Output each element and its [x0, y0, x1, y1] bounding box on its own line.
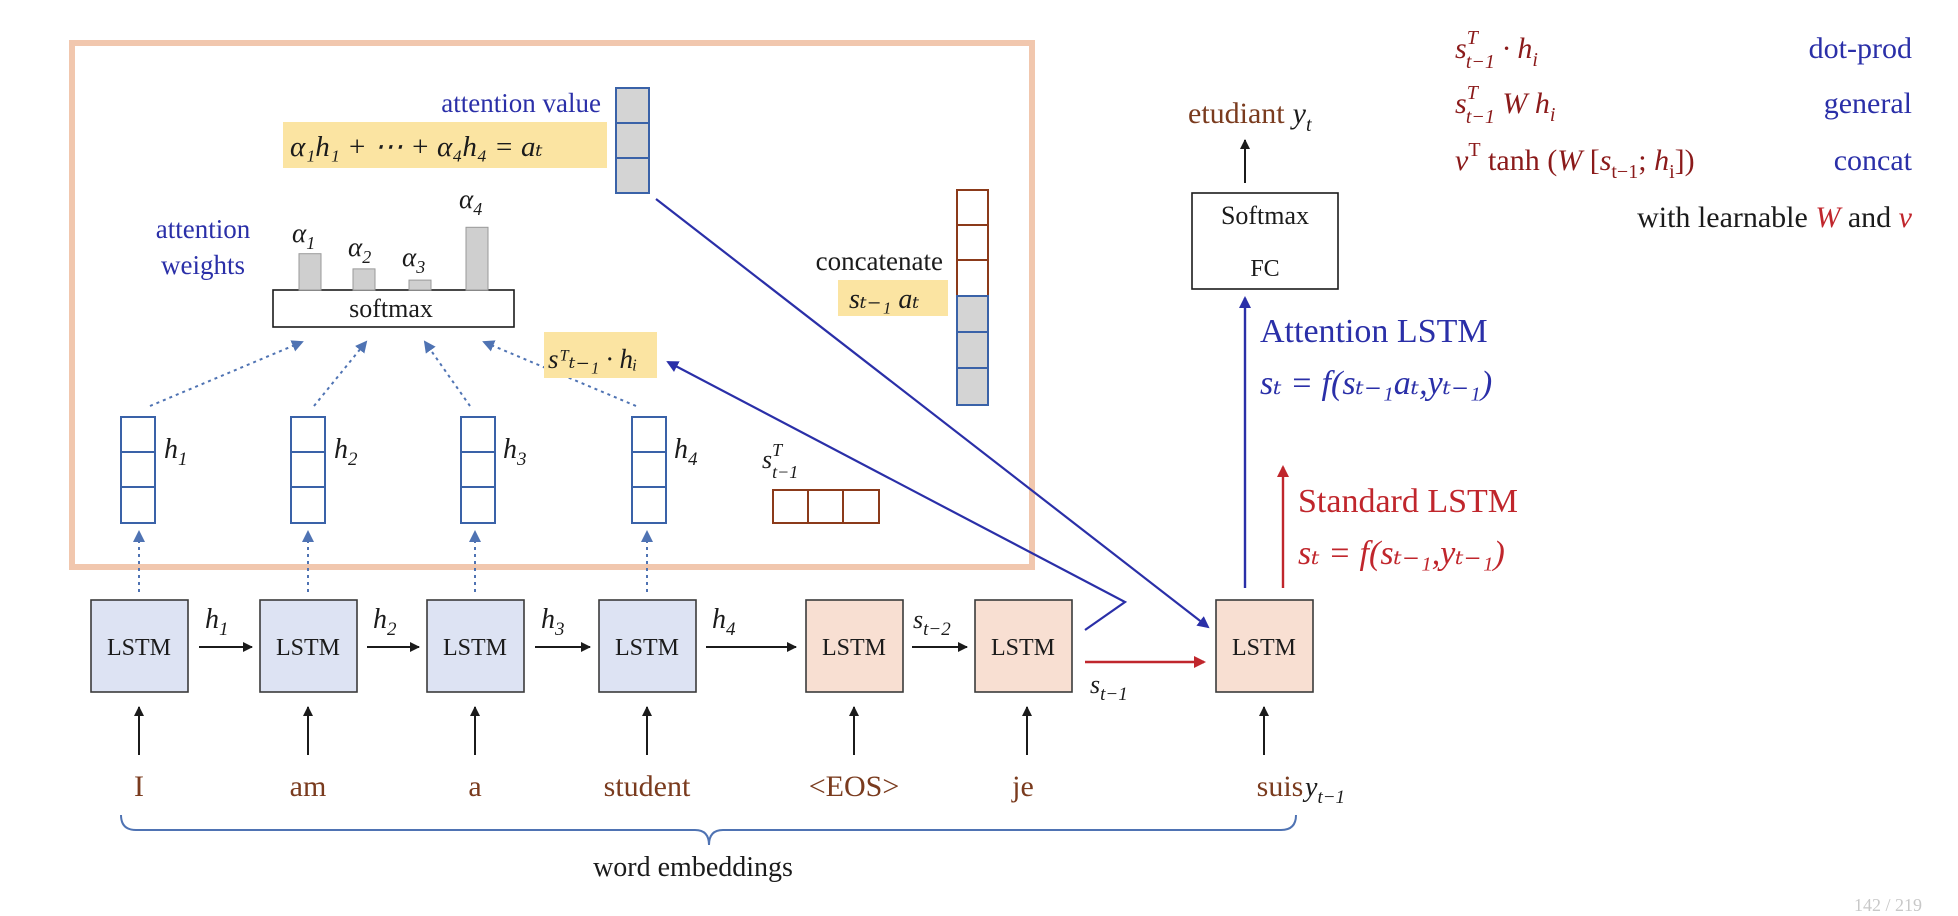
hidden-vectors	[120, 416, 667, 524]
input-word-am: am	[290, 770, 327, 803]
attention-weight-bar-3	[408, 279, 432, 291]
attention-weight-bar-2	[352, 268, 376, 291]
attention-value-vector	[615, 87, 650, 194]
attention-lstm-title: Attention LSTM	[1260, 313, 1488, 350]
h1-arrow-label: h1	[205, 604, 229, 640]
score-type-concat: concat	[1834, 144, 1913, 177]
svg-text:Softmax: Softmax	[1221, 201, 1309, 230]
attention-value-formula: α₁h₁ + ⋯ + α₄h₄ = aₜ	[290, 131, 543, 163]
s-t1-label: st−1	[1090, 670, 1128, 705]
encoder-lstm-2	[259, 599, 358, 693]
h1-label: h1	[164, 434, 188, 470]
svg-text:LSTM: LSTM	[276, 635, 340, 661]
attention-value-label: attention value	[441, 88, 601, 118]
h2-label: h2	[334, 434, 358, 470]
attention-weights-label-2: weights	[161, 250, 245, 280]
alpha-2-label: α2	[348, 232, 371, 267]
svg-text:LSTM: LSTM	[1232, 635, 1296, 661]
learnable-note: with learnable W and v	[1637, 201, 1913, 234]
encoder: LSTM LSTM LSTM LSTM	[90, 599, 697, 693]
alpha-3-label: α3	[402, 242, 425, 277]
svg-text:sTt−1 W hi: sTt−1 W hi	[1455, 82, 1555, 128]
softmax-box	[272, 289, 515, 328]
attention-weight-bar-1	[298, 253, 322, 291]
svg-text:vT tanh (W [st−1; hi]): vT tanh (W [st−1; hi])	[1455, 139, 1695, 183]
score-type-dot-prod: dot-prod	[1809, 32, 1912, 65]
input-word-je: je	[1011, 770, 1034, 803]
encoder-lstm-1	[90, 599, 189, 693]
svg-text:LSTM: LSTM	[107, 635, 171, 661]
svg-text:FC: FC	[1250, 256, 1279, 282]
score-formula: sᵀₜ₋₁ · hᵢ	[548, 344, 637, 374]
embeddings-label: word embeddings	[593, 852, 793, 883]
h3-label: h3	[503, 434, 527, 470]
score-type-general: general	[1824, 87, 1912, 120]
input-word-a: a	[468, 770, 481, 803]
h2-arrow-label: h2	[373, 604, 397, 640]
y-prev-label: yt−1	[1302, 772, 1345, 808]
attention-lstm-formula: sₜ = f(sₜ₋₁aₜ,yₜ₋₁)	[1260, 365, 1492, 402]
input-word-student: student	[604, 770, 691, 803]
s-transpose-vector	[772, 489, 880, 524]
page-number: 142 / 219	[1854, 895, 1922, 915]
encoder-lstm-4	[598, 599, 697, 693]
attention-value-highlight	[283, 122, 607, 168]
softmax-fc-box: Softmax FC	[1191, 192, 1339, 290]
decoder-lstm-je	[974, 599, 1073, 693]
attention-frame	[69, 40, 1035, 570]
svg-text:LSTM: LSTM	[443, 635, 507, 661]
attention-weights-label-1: attention	[156, 214, 251, 244]
concat-formula: sₜ₋₁ aₜ	[849, 284, 919, 315]
concat-highlight	[838, 280, 948, 316]
standard-lstm-formula: sₜ = f(sₜ₋₁,yₜ₋₁)	[1298, 535, 1505, 572]
s-t2-label: st−2	[913, 605, 951, 640]
input-word-suis: suis	[1257, 770, 1304, 803]
svg-text:LSTM: LSTM	[822, 635, 886, 661]
svg-text:LSTM: LSTM	[615, 635, 679, 661]
score-highlight	[544, 332, 657, 378]
attention-weight-bar-4	[465, 226, 489, 291]
h3-arrow-label: h3	[541, 604, 565, 640]
decoder: LSTM LSTM LSTM	[805, 599, 1314, 693]
svg-text:sTt−1 · hi: sTt−1 · hi	[1455, 27, 1538, 73]
embeddings-brace	[120, 814, 1297, 846]
input-word-eos: <EOS>	[809, 770, 900, 803]
h4-arrow-label: h4	[712, 604, 736, 640]
concat-label: concatenate	[816, 246, 943, 276]
alpha-4-label: α4	[459, 184, 482, 219]
decoder-lstm-eos	[805, 599, 904, 693]
alpha-1-label: α1	[292, 218, 315, 253]
standard-lstm-title: Standard LSTM	[1298, 483, 1518, 520]
input-word-I: I	[134, 770, 144, 803]
concat-vector	[956, 189, 989, 406]
softmax-label: softmax	[349, 294, 433, 323]
svg-text:LSTM: LSTM	[991, 635, 1055, 661]
attention-weight-bars	[298, 226, 489, 291]
h4-label: h4	[674, 434, 698, 470]
encoder-lstm-3	[426, 599, 525, 693]
decoder-lstm-suis	[1215, 599, 1314, 693]
